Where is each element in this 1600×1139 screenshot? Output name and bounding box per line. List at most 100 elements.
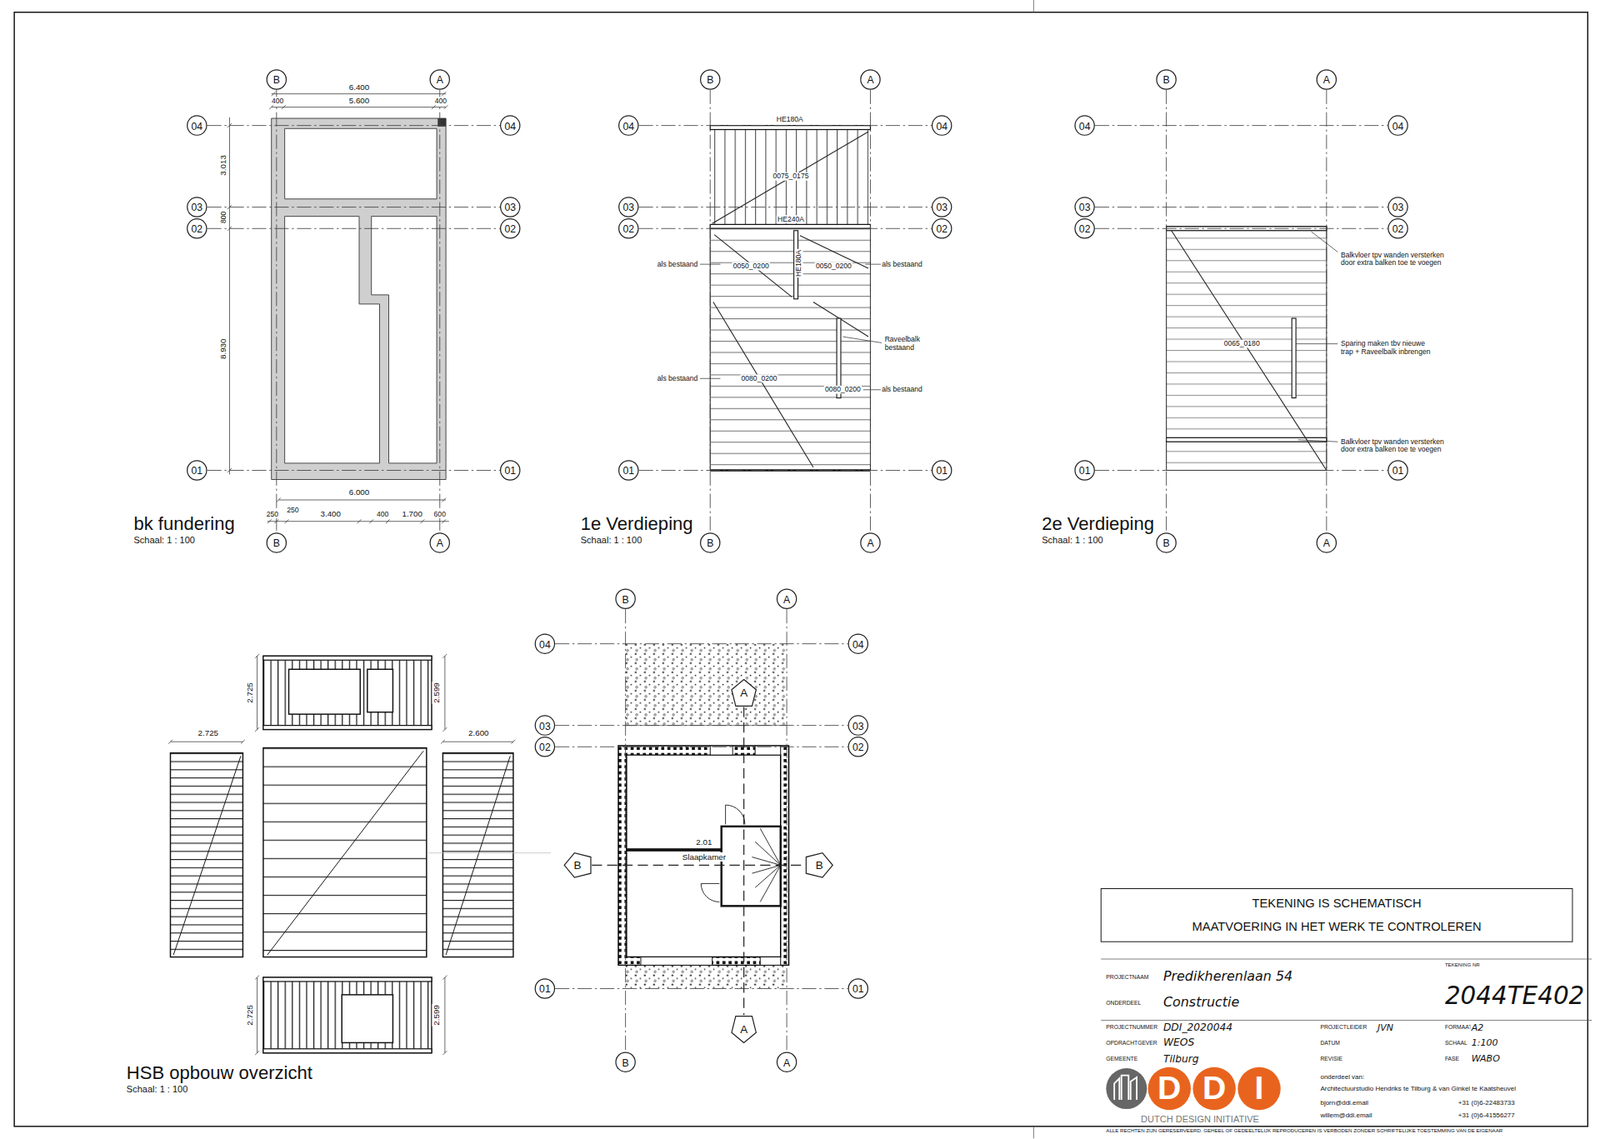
grid-bubble: A — [776, 589, 797, 610]
beam-label: 0050_0200 — [732, 262, 770, 271]
grid-bubble: 01 — [500, 460, 520, 480]
grid-bubble: A — [860, 69, 880, 90]
beam-label: 0080_0200 — [740, 374, 778, 383]
grid-label: 04 — [504, 120, 516, 131]
grid-line — [639, 228, 932, 230]
grid-line — [207, 206, 500, 208]
contact-email: bjorn@ddi.email — [1319, 1099, 1370, 1107]
dimension: 800 — [219, 210, 228, 225]
dimension: 5.600 — [348, 95, 371, 105]
grid-label: 02 — [935, 223, 948, 235]
titleblock-field: DATUM — [1319, 1040, 1341, 1047]
titleblock-field: PROJECTLEIDER — [1319, 1024, 1368, 1031]
room-name: Slaapkamer — [681, 852, 728, 862]
grid-label: A — [866, 537, 874, 549]
grid-line — [639, 470, 932, 471]
grid-label: B — [1162, 74, 1170, 85]
note-text: Raveelbalk bestaand — [883, 335, 935, 353]
dimension: 2.600 — [467, 729, 490, 739]
grid-label: 03 — [1392, 201, 1405, 213]
grid-bubble: 02 — [1387, 218, 1408, 239]
grid-label: B — [622, 1056, 630, 1068]
grid-label: 04 — [852, 638, 865, 650]
titleblock-field: PROJECTNUMMER — [1105, 1024, 1159, 1031]
grid-label: I — [1255, 1070, 1265, 1107]
titleblock-value: Constructie — [1162, 995, 1241, 1011]
grid-label: 04 — [935, 120, 948, 131]
grid-label: A — [783, 1056, 790, 1068]
drawing-number: 2044TE402 — [1444, 982, 1586, 1011]
dimension: 2.725 — [196, 729, 220, 739]
section-marker: B — [805, 850, 834, 880]
grid-label: 02 — [539, 741, 551, 753]
grid-line — [207, 228, 500, 230]
grid-line — [786, 609, 788, 1052]
grid-bubble: 02 — [848, 736, 869, 757]
grid-line — [1095, 125, 1388, 126]
dimension: 400 — [270, 96, 285, 105]
grid-label: 02 — [191, 223, 204, 235]
note-text: Sparing maken tbv nieuwe trap + Raveelba… — [1340, 340, 1440, 357]
grid-label: A — [866, 74, 874, 85]
grid-line — [710, 90, 711, 533]
beam-label: 0080_0200 — [824, 385, 862, 395]
grid-line — [207, 470, 500, 471]
grid-label: A — [436, 74, 444, 85]
grid-bubble: 04 — [500, 115, 520, 135]
titleblock-field: FORMAAT — [1444, 1024, 1474, 1031]
grid-bubble: 04 — [848, 633, 869, 654]
grid-bubble: 01 — [618, 460, 639, 480]
titleblock-value: Tilburg — [1162, 1053, 1200, 1065]
dimension: 250 — [285, 505, 300, 515]
dimension: 6.400 — [348, 83, 371, 93]
section-marker: B — [563, 850, 592, 880]
grid-bubble: B — [615, 1051, 635, 1072]
grid-bubble: 04 — [618, 115, 639, 135]
grid-bubble: 02 — [500, 218, 520, 239]
plan-title: bk fundering — [132, 514, 236, 535]
grid-label: 04 — [622, 120, 635, 131]
titleblock-field: FASE — [1444, 1055, 1461, 1063]
grid-bubble: 04 — [931, 115, 952, 135]
grid-label: 03 — [191, 201, 204, 213]
grid-line — [555, 988, 848, 990]
grid-label: 01 — [852, 983, 865, 995]
grid-bubble: A — [776, 1051, 797, 1072]
dimension: 400 — [434, 96, 449, 105]
grid-label: 02 — [1079, 223, 1091, 235]
dimension: 2.725 — [245, 1004, 255, 1027]
grid-label: A — [1323, 74, 1330, 85]
grid-line — [870, 90, 871, 533]
grid-bubble: 02 — [535, 736, 555, 757]
dimension: 250 — [265, 510, 280, 519]
grid-label: B — [273, 74, 280, 85]
note-box: TEKENING IS SCHEMATISCHMAATVOERING IN HE… — [1100, 889, 1573, 942]
logo-letter: D — [1192, 1067, 1235, 1110]
grid-label: 01 — [191, 465, 204, 476]
grid-bubble: 03 — [1387, 196, 1408, 217]
grid-bubble: 04 — [186, 115, 207, 135]
dimension: 400 — [375, 510, 390, 519]
grid-line — [555, 725, 848, 726]
grid-bubble: B — [700, 69, 720, 90]
grid-bubble: 03 — [848, 715, 869, 735]
dimension: 2.599 — [431, 681, 441, 705]
grid-label: 01 — [504, 465, 516, 476]
grid-label: A — [783, 593, 790, 605]
grid-bubble: 02 — [1074, 218, 1095, 239]
grid-label: 01 — [935, 465, 948, 476]
grid-label: 01 — [539, 983, 551, 995]
grid-label: B — [273, 537, 280, 549]
titleblock-value: 1:100 — [1470, 1037, 1499, 1049]
section-marker-outline — [731, 1016, 756, 1044]
grid-label: B — [706, 537, 714, 549]
grid-bubble: B — [266, 532, 287, 553]
grid-label: 02 — [504, 223, 516, 235]
grid-label: 02 — [852, 741, 865, 753]
grid-bubble: 03 — [618, 196, 639, 217]
titleblock-value: DDI_2020044 — [1162, 1021, 1235, 1034]
grid-bubble: 01 — [1074, 460, 1095, 480]
section-marker-outline — [731, 680, 756, 707]
